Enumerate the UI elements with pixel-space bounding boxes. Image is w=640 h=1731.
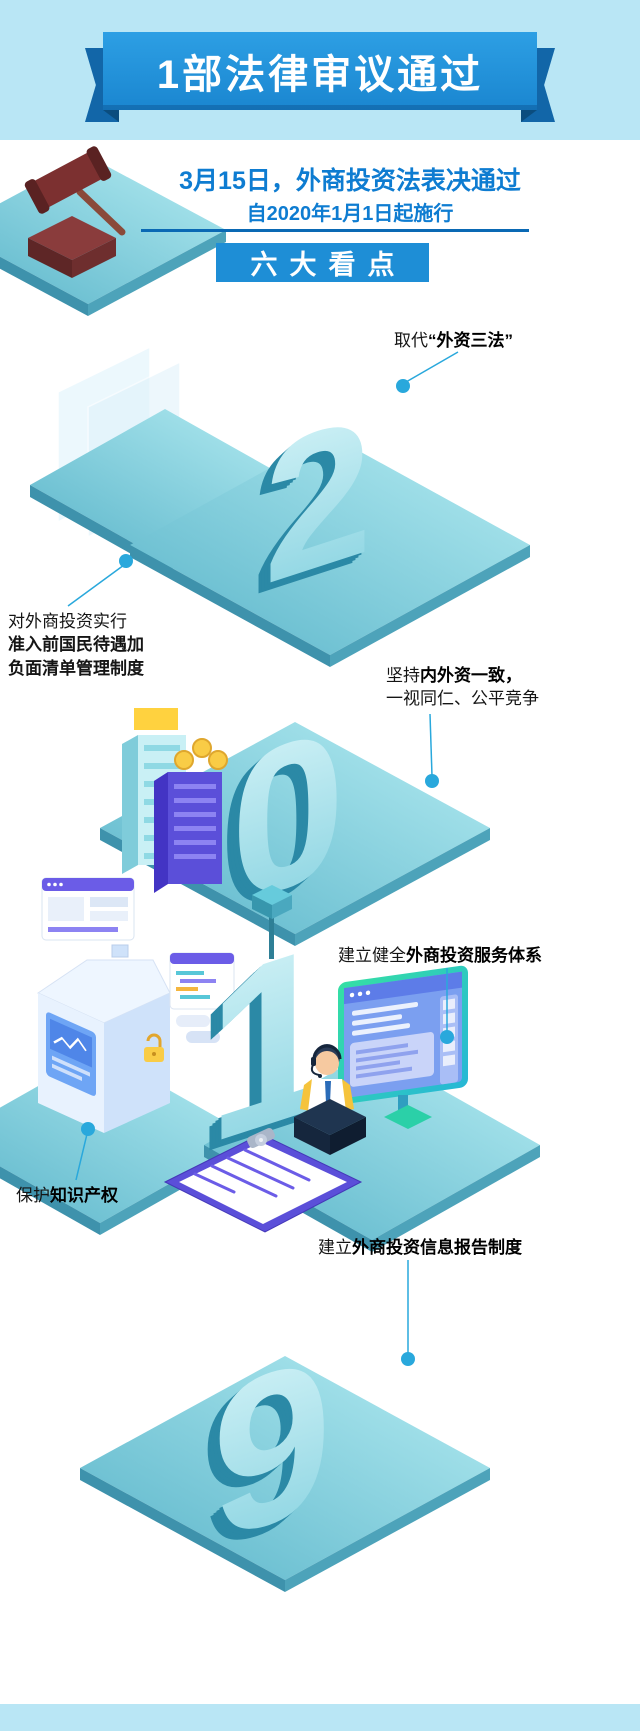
callout-ip-protection: 保护知识产权 xyxy=(16,1184,166,1207)
iso-number-9: 9 9 9 9 9 xyxy=(200,1308,332,1598)
iso-number-2: 2 2 2 2 2 xyxy=(252,374,372,637)
intro-date-line: 3月15日，外商投资法表决通过 xyxy=(179,167,521,195)
callout-text: 坚持 xyxy=(386,666,420,685)
street-lamp-icon xyxy=(252,885,292,959)
buildings-icon xyxy=(122,708,228,893)
callout-information-reporting: 建立外商投资信息报告制度 xyxy=(318,1236,578,1259)
number-9-extrude: 9 xyxy=(209,1310,329,1590)
callout-text-bold: 内外资一致， xyxy=(420,666,522,685)
callout-text: 建立健全 xyxy=(338,946,406,965)
browser-window-icon xyxy=(41,877,135,941)
intro-effective-line: 自2020年1月1日起施行 xyxy=(246,203,454,225)
report-clipboard-icon xyxy=(163,1127,363,1233)
title-banner: 1部法律审议通过 xyxy=(103,32,537,110)
number-9-face: 9 xyxy=(212,1308,332,1588)
customer-service-agent-icon xyxy=(294,1044,366,1155)
number-2-extrude: 2 xyxy=(258,379,366,632)
number-2-extrude: 2 xyxy=(261,377,369,630)
box-screen-chart xyxy=(46,1012,96,1096)
callout-line-bold: 负面清单管理制度 xyxy=(8,658,144,678)
page-title: 1部法律审议通过 xyxy=(156,53,484,97)
footer-band xyxy=(0,1704,640,1731)
padlock-icon xyxy=(144,1033,164,1062)
callout-text: 保护 xyxy=(16,1186,50,1205)
scene-number-9: 9 9 9 9 9 xyxy=(80,1308,490,1598)
code-window-icon xyxy=(169,952,235,1043)
service-monitor-icon xyxy=(338,965,468,1129)
number-9-extrude: 9 xyxy=(206,1313,326,1593)
scene-number-2: 2 2 2 2 2 xyxy=(30,345,530,667)
callout-text-bold: 外商投资信息报告制度 xyxy=(352,1238,522,1257)
number-2-extrude: 2 xyxy=(255,382,363,635)
callout-fair-competition: 坚持内外资一致， 一视同仁、公平竞争 xyxy=(386,664,576,711)
callout-text-bold: “外资三法” xyxy=(428,331,513,350)
number-2-face: 2 xyxy=(264,374,372,627)
callout-text-bold: 外商投资服务体系 xyxy=(406,946,542,965)
callout-text: 建立 xyxy=(318,1238,352,1257)
number-9-extrude: 9 xyxy=(200,1319,320,1599)
callout-negative-list: 对外商投资实行 准入前国民待遇加 负面清单管理制度 xyxy=(8,610,188,680)
number-2-extrude: 2 xyxy=(252,385,360,638)
platform xyxy=(80,1356,490,1592)
scene-number-1: 1 1 1 1 1 xyxy=(0,877,540,1252)
product-box-icon xyxy=(36,944,171,1133)
gavel-scene xyxy=(0,146,226,316)
callout-replace-three-laws: 取代“外资三法” xyxy=(394,329,574,352)
highlights-badge: 六大看点 xyxy=(216,243,429,282)
number-9-extrude: 9 xyxy=(203,1316,323,1596)
platform-large xyxy=(130,435,530,667)
gavel-icon xyxy=(24,146,126,278)
flag-icon xyxy=(134,708,178,730)
gold-coins-icon xyxy=(174,738,228,770)
callout-text: 取代 xyxy=(394,331,428,350)
callout-line: 坚持内外资一致， xyxy=(386,664,576,687)
callout-line: 对外商投资实行 xyxy=(8,612,127,631)
callout-text-bold: 知识产权 xyxy=(50,1186,118,1205)
callout-line-bold: 准入前国民待遇加 xyxy=(8,635,144,655)
divider-line xyxy=(141,229,529,232)
callout-line: 一视同仁、公平竞争 xyxy=(386,689,539,709)
callout-service-system: 建立健全外商投资服务体系 xyxy=(338,944,578,967)
